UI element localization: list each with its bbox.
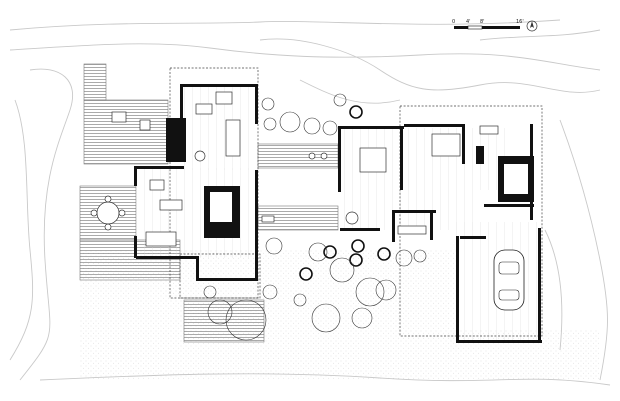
- steps-south: [183, 299, 265, 343]
- scale-label-4: 4': [466, 19, 471, 25]
- kitchen-counter: [145, 231, 177, 247]
- scale-label-0: 0: [452, 19, 455, 25]
- planting: [203, 93, 427, 341]
- sofa-living: [225, 119, 241, 157]
- north-arrow-icon: [526, 20, 538, 32]
- walls-east-pavilion: [338, 124, 542, 343]
- stair-north: [83, 63, 107, 101]
- outdoor-table: [111, 111, 127, 123]
- scale-bar: 0 4' 8' 16': [452, 19, 524, 30]
- dining-table: [96, 201, 120, 225]
- bed-main: [359, 147, 387, 173]
- furniture: [90, 91, 499, 247]
- scale-label-16: 16': [516, 19, 524, 25]
- walls-west-pavilion: [134, 84, 258, 281]
- scale-label-8: 8': [480, 19, 485, 25]
- bed-guest: [431, 133, 461, 157]
- roof-outline-east: [399, 105, 543, 337]
- roof-outline-court: [179, 253, 261, 299]
- deck-northwest: [83, 99, 169, 165]
- tree-trunk: [349, 105, 363, 119]
- car-icon: [493, 249, 525, 311]
